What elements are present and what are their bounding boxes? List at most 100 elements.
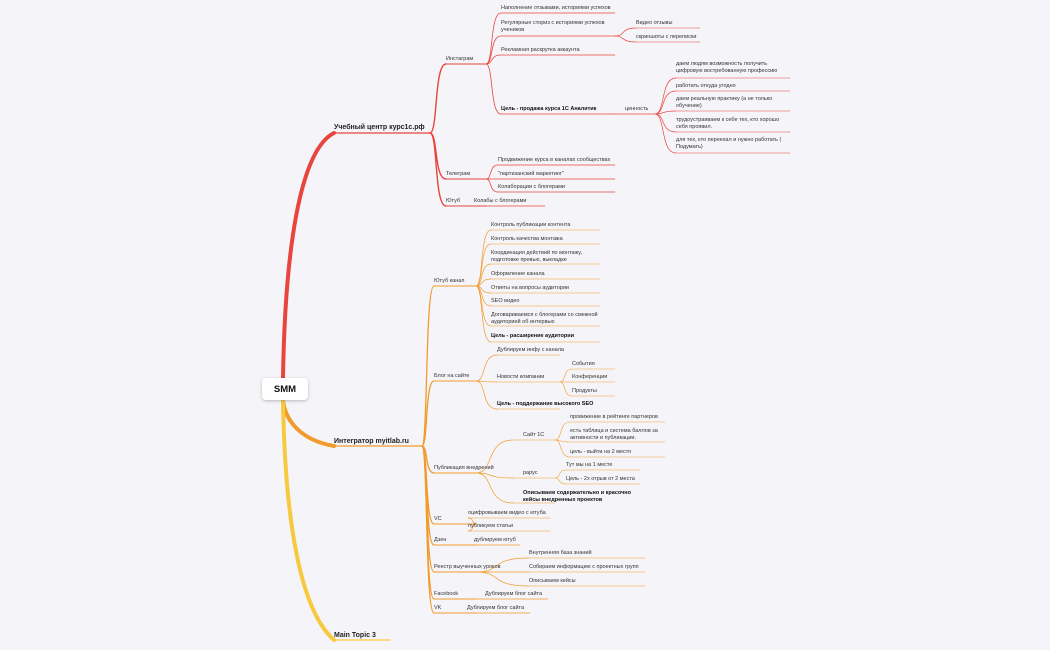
vc-item[interactable]: оцифровываем видео с ютуба bbox=[468, 510, 546, 516]
topic-registry[interactable]: Реестр выученных уроков bbox=[434, 564, 501, 570]
blog-goal[interactable]: Цель - поддержание высокого SEO bbox=[497, 401, 594, 407]
topic-yt-channel[interactable]: Ютуб канал bbox=[434, 278, 465, 284]
connector bbox=[475, 439, 514, 474]
site1c-item[interactable]: провижение в рейтинге партнеров bbox=[570, 414, 658, 420]
connector bbox=[654, 110, 677, 115]
yt-channel-item[interactable]: SEO видео bbox=[491, 298, 520, 304]
topic-uchebny-tsentr[interactable]: Учебный центр курс1с.рф bbox=[334, 124, 425, 131]
facebook-item[interactable]: Дублируем блог сайта bbox=[485, 591, 543, 597]
connector bbox=[654, 77, 677, 115]
connector bbox=[485, 63, 502, 115]
instagram-item[interactable]: Наполнение отзывами, историями успехов bbox=[501, 5, 611, 11]
connector bbox=[559, 368, 573, 383]
connector bbox=[614, 35, 637, 43]
connector bbox=[654, 113, 677, 154]
registry-item[interactable]: Внутренняя база знаний bbox=[529, 550, 592, 556]
branch-connector bbox=[281, 398, 336, 642]
topic-dzen[interactable]: Дзен bbox=[434, 537, 447, 543]
connector bbox=[475, 557, 530, 573]
yt-channel-goal[interactable]: Цель - расширение аудитории bbox=[491, 333, 575, 339]
value-label[interactable]: ценность bbox=[625, 106, 649, 112]
topic-instagram[interactable]: Инстаграм bbox=[446, 56, 474, 62]
telegram-item[interactable]: Колаборации с блогерами bbox=[498, 184, 565, 190]
rarus-item[interactable]: Цель - 2х отрыв от 2 места bbox=[566, 476, 635, 482]
registry-item[interactable]: Собираем информацию с проектных групп bbox=[529, 564, 639, 570]
connector bbox=[485, 178, 499, 193]
telegram-item[interactable]: Продвижение курса в каналах сообществах bbox=[498, 157, 611, 163]
connector bbox=[429, 63, 447, 134]
connector bbox=[429, 132, 447, 180]
topic-blog[interactable]: Блог на сайте bbox=[434, 373, 470, 379]
connector bbox=[614, 27, 637, 37]
topic-implementations[interactable]: Публикация внедрений bbox=[434, 465, 494, 471]
value-item[interactable]: даем реальную практику (а не только обуч… bbox=[676, 96, 773, 109]
connector bbox=[475, 243, 492, 287]
topic-integrator[interactable]: Интегратор myitlab.ru bbox=[334, 438, 409, 445]
site1c-item[interactable]: цель - выйти на 2 место bbox=[570, 449, 632, 455]
news-item[interactable]: События bbox=[572, 361, 595, 367]
connector bbox=[559, 381, 573, 397]
connector bbox=[554, 421, 571, 441]
yt-channel-item[interactable]: Контроль качества монтажа bbox=[491, 236, 563, 242]
connector bbox=[421, 380, 435, 447]
connector bbox=[475, 278, 492, 287]
connector bbox=[475, 263, 492, 287]
value-item[interactable]: работать откуда угодно bbox=[676, 83, 736, 89]
registry-item[interactable]: Описываем кейсы bbox=[529, 578, 576, 584]
yt-channel-item[interactable]: Контроль публикации контента bbox=[491, 222, 571, 228]
topic-vk[interactable]: VK bbox=[434, 605, 442, 611]
dzen-item[interactable]: дублируем ютуб bbox=[474, 537, 516, 543]
rarus-item[interactable]: Тут мы на 1 месте bbox=[566, 462, 613, 468]
value-item[interactable]: даем людям возможность получить цифровую… bbox=[676, 61, 778, 74]
reviews-item[interactable]: Видео отзывы bbox=[636, 20, 673, 26]
connector bbox=[654, 90, 677, 115]
topic-telegram[interactable]: Телеграм bbox=[446, 171, 471, 177]
connector bbox=[421, 445, 435, 614]
site1c[interactable]: Сайт 1С bbox=[523, 432, 545, 438]
site1c-item[interactable]: есть таблица и система баллов за активно… bbox=[570, 428, 658, 441]
instagram-item[interactable]: Регулярные сториз с историями успехов уч… bbox=[501, 20, 605, 33]
connector bbox=[554, 469, 567, 479]
connector bbox=[485, 164, 499, 180]
connector bbox=[554, 477, 567, 485]
instagram-goal[interactable]: Цель - продажа курса 1С Аналитик bbox=[501, 106, 597, 112]
connector bbox=[485, 54, 502, 65]
connector bbox=[654, 113, 677, 133]
blog-item[interactable]: Новости компании bbox=[497, 374, 545, 380]
connector bbox=[475, 380, 498, 410]
vc-item[interactable]: публикуем статьи bbox=[468, 523, 514, 529]
topic-youtube[interactable]: Ютуб bbox=[446, 198, 461, 204]
rarus[interactable]: рарус bbox=[523, 470, 538, 476]
value-item[interactable]: для тех, кто переехал и нужно работать (… bbox=[676, 137, 782, 150]
yt-channel-item[interactable]: Оформление канала bbox=[491, 271, 545, 277]
telegram-item[interactable]: "партизанский маркетинг" bbox=[498, 171, 564, 177]
connector bbox=[475, 472, 514, 479]
connector bbox=[554, 439, 571, 458]
branch-connector bbox=[281, 398, 336, 448]
connector bbox=[429, 132, 447, 207]
topic-facebook[interactable]: Facebook bbox=[434, 591, 459, 597]
news-item[interactable]: Продукты bbox=[572, 388, 597, 394]
reviews-item[interactable]: скриншоты с переписки bbox=[636, 34, 697, 40]
connector bbox=[485, 35, 502, 65]
blog-item[interactable]: Дублируем инфу с канала bbox=[497, 347, 564, 353]
youtube-item[interactable]: Колабы с блогерами bbox=[474, 198, 527, 204]
yt-channel-item[interactable]: Ответы на вопросы аудитории bbox=[491, 285, 569, 291]
value-item[interactable]: трудоустраиваем к себе тех, кто хорошо с… bbox=[676, 117, 780, 130]
vk-item[interactable]: Дублируем блог сайта bbox=[467, 605, 525, 611]
topic-vc[interactable]: VC bbox=[434, 516, 442, 522]
topic-main-3[interactable]: Main Topic 3 bbox=[334, 632, 376, 639]
instagram-item[interactable]: Рекламная раскрутка аккаунта bbox=[501, 47, 580, 53]
yt-channel-item[interactable]: Договариваемся с блогерами со смежной ау… bbox=[491, 312, 598, 325]
connector bbox=[421, 285, 435, 447]
news-item[interactable]: Конференции bbox=[572, 374, 608, 380]
yt-channel-item[interactable]: Координация действий по монтажу, подгото… bbox=[491, 250, 582, 263]
connector bbox=[475, 571, 530, 587]
connector bbox=[475, 354, 498, 382]
connector bbox=[485, 12, 502, 65]
root-topic[interactable]: SMM bbox=[262, 378, 308, 400]
implementations-goal[interactable]: Описываем содержательно и красочно кейсы… bbox=[523, 490, 631, 503]
connector bbox=[475, 472, 514, 504]
connector bbox=[475, 285, 492, 343]
